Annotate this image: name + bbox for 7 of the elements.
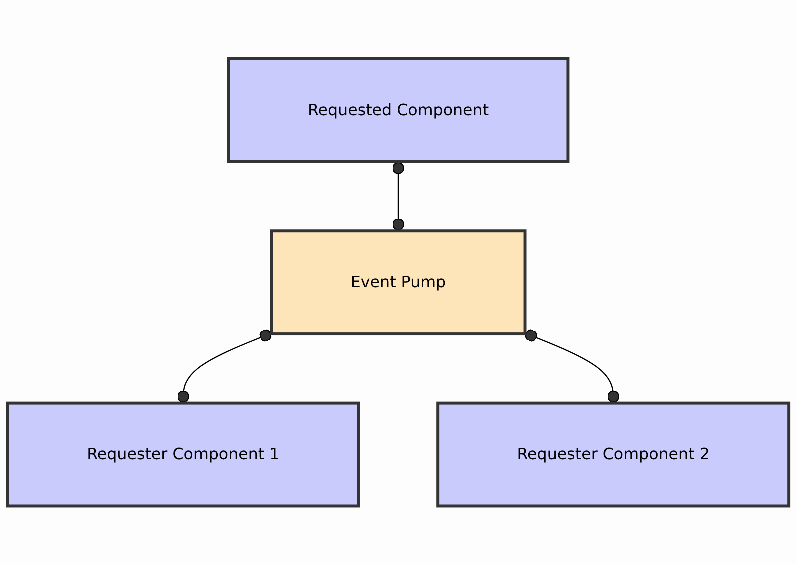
connector (392, 162, 404, 232)
connector (525, 330, 620, 404)
node-box: Requester Component 1 (6, 402, 360, 508)
node-box: Requested Component (227, 57, 570, 164)
connector (177, 330, 272, 404)
node-box: Requester Component 2 (436, 402, 791, 508)
node-box: Event Pump (270, 230, 527, 336)
